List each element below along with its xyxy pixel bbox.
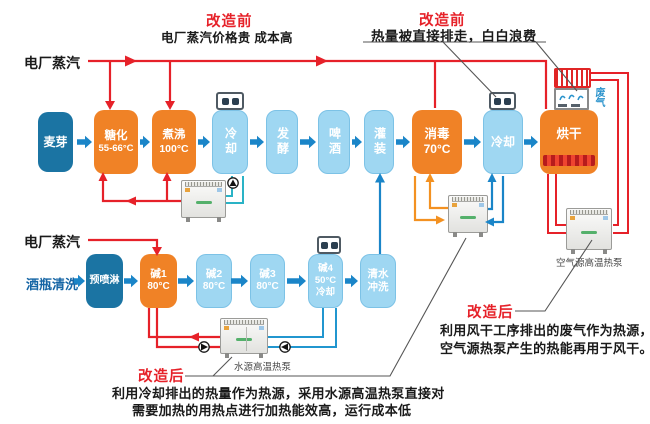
sterilization-loop (413, 176, 448, 222)
after-right-title: 改造后 (467, 305, 514, 321)
brewing-hot-loop-arrows (98, 172, 172, 206)
sterilization-loop-arrows (425, 173, 445, 225)
after-right-text-2: 空气源热泵产生的热能再用于风干。 (440, 341, 650, 356)
process-box-caustic-3: 碱3 80°C (250, 254, 285, 308)
exhaust-gas-label: 废气 (593, 87, 604, 107)
caustic4-cooling-loop (268, 308, 337, 348)
steam-source-label-bottom: 电厂蒸汽 (24, 234, 80, 250)
before-right-title: 改造前 (419, 13, 466, 29)
water-heat-pump-label: 水源高温热泵 (234, 362, 292, 373)
process-box-cooling-1: 冷却 (212, 110, 248, 174)
condenser-icon-cooling-2 (489, 92, 516, 110)
process-box-boiling: 煮沸 100°C (152, 110, 196, 174)
steam-source-label-top: 电厂蒸汽 (24, 55, 80, 71)
exhaust-coil-icon (554, 68, 591, 88)
caustic-supply-arrow (189, 332, 199, 342)
condenser-icon-caustic-4 (317, 236, 341, 254)
process-box-mashing: 糖化 55-66°C (94, 110, 138, 174)
heat-pump-water-source (220, 318, 268, 358)
air-heat-pump-label: 空气源高温热泵 (556, 258, 623, 269)
bottle-wash-label: 酒瓶清洗 (26, 277, 79, 292)
caustic-hot-loop (147, 308, 220, 349)
brewing-hot-loop (101, 180, 181, 203)
after-left-text-2: 需要加热的用热点进行加热能效高，运行成本低 (132, 403, 412, 418)
after-right-text-1: 利用风干工序排出的废气作为热源， (440, 323, 650, 338)
exhaust-spray-box (554, 88, 589, 110)
process-box-sterilization: 消毒 70°C (412, 110, 462, 174)
process-box-malt: 麦芽 (38, 112, 73, 172)
process-box-caustic-2: 碱2 80°C (196, 254, 232, 308)
after-left-title: 改造后 (138, 369, 185, 385)
condenser-icon-cooling-1 (216, 92, 244, 110)
brew-flow-arrows (77, 135, 538, 149)
process-box-beer: 啤酒 (318, 110, 350, 174)
before-right-text: 热量被直接排走，白白浪费 (371, 29, 537, 44)
wort-cooling-pipes (226, 176, 244, 204)
process-box-cooling-2: 冷却 (483, 110, 523, 174)
heat-pump-sterilization (448, 195, 488, 237)
before-top-title: 改造前 (206, 14, 253, 30)
after-left-text-1: 利用冷却排出的热量作为热源，采用水源高温热泵直接对 (112, 386, 445, 401)
process-box-filling: 灌装 (364, 110, 394, 174)
process-box-prespray: 预喷淋 (86, 254, 123, 308)
process-box-fresh-rinse: 清水 冲洗 (360, 254, 396, 308)
before-top-text: 电厂蒸汽价格贵 成本高 (161, 31, 293, 45)
process-box-caustic-4: 碱4 50°C 冷却 (308, 254, 343, 308)
process-box-caustic-1: 碱1 80°C (140, 254, 177, 308)
dryer-heating-element (543, 155, 595, 166)
heat-pump-air-source (566, 208, 612, 254)
process-box-fermentation: 发酵 (266, 110, 298, 174)
heat-pump-brewing (181, 180, 226, 222)
